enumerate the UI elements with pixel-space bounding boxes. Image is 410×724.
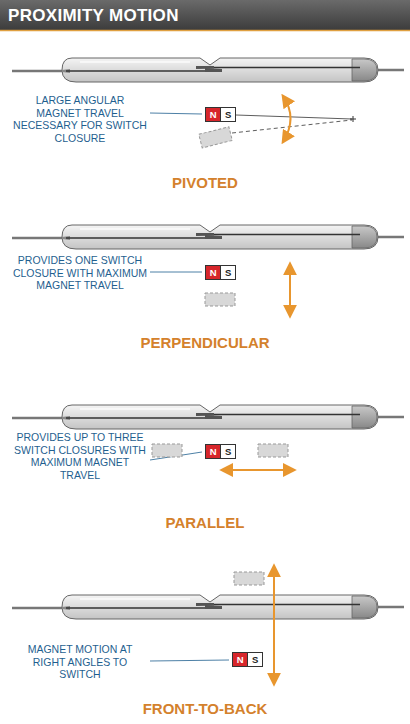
callout-note: PROVIDES ONE SWITCH CLOSURE WITH MAXIMUM… bbox=[12, 254, 148, 292]
magnet: NS bbox=[205, 107, 236, 122]
magnet-pole: S bbox=[220, 266, 235, 279]
callout-note: LARGE ANGULAR MAGNET TRAVEL NECESSARY FO… bbox=[12, 94, 148, 144]
motion-caption: PERPENDICULAR bbox=[0, 334, 410, 351]
magnet-pole: S bbox=[247, 653, 262, 666]
callout-note: PROVIDES UP TO THREE SWITCH CLOSURES WIT… bbox=[12, 431, 148, 481]
motion-caption: PIVOTED bbox=[0, 174, 410, 191]
magnet-pole: S bbox=[220, 445, 235, 458]
motion-caption: PARALLEL bbox=[0, 514, 410, 531]
magnet: NS bbox=[232, 652, 263, 667]
magnet: NS bbox=[205, 265, 236, 280]
magnet-pole: N bbox=[233, 653, 247, 666]
magnet-pole: N bbox=[206, 108, 220, 121]
magnet-pole: S bbox=[220, 108, 235, 121]
magnet-pole: N bbox=[206, 445, 220, 458]
callout-note: MAGNET MOTION AT RIGHT ANGLES TO SWITCH bbox=[12, 643, 148, 681]
magnet: NS bbox=[205, 444, 236, 459]
title-text: PROXIMITY MOTION bbox=[0, 0, 410, 30]
motion-caption: FRONT-TO-BACK bbox=[0, 700, 410, 717]
magnet-pole: N bbox=[206, 266, 220, 279]
